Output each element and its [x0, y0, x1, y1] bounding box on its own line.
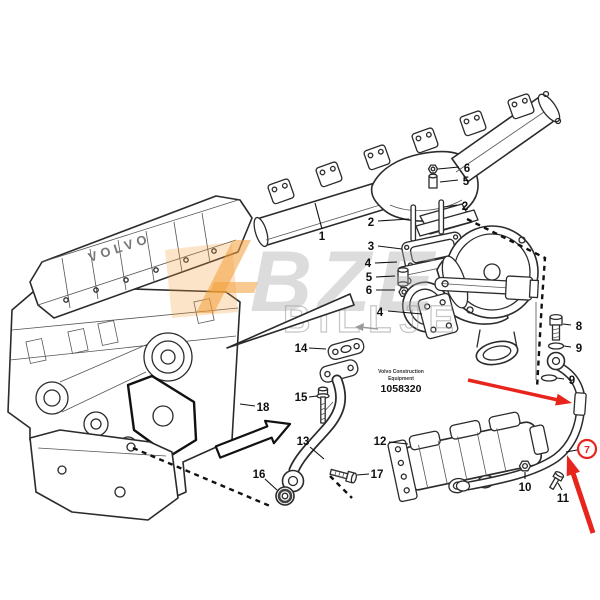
- callout-9-lower: 9: [569, 375, 575, 387]
- washer-16-drawing: [275, 486, 295, 506]
- turbo-actuator: [434, 275, 540, 301]
- spacer-5: [397, 267, 409, 287]
- callout-13: 13: [297, 436, 310, 448]
- leader-lines: [239, 166, 578, 491]
- oil-pipe-7-drawing: [455, 302, 587, 492]
- callout-16: 16: [253, 469, 266, 481]
- callout-11: 11: [557, 493, 570, 505]
- watermark-main-text: BZE: [250, 234, 440, 330]
- callout-18: 18: [257, 402, 270, 414]
- note-line2: Equipment: [388, 376, 414, 382]
- exhaust-manifold-drawing: [253, 90, 562, 248]
- callout-14: 14: [295, 343, 308, 355]
- red-arrow-2-head: [566, 455, 580, 477]
- bolt-17-drawing: [329, 468, 358, 484]
- callout-4-lower: 4: [377, 307, 384, 319]
- gasket-14: [327, 338, 365, 360]
- turbocharger-drawing: [401, 225, 540, 366]
- bolt-15: [316, 386, 330, 424]
- note-part-number: 1058320: [381, 383, 422, 395]
- watermark: BZE BILLJE: [165, 234, 455, 342]
- bolt-11-drawing: [549, 471, 565, 490]
- red-arrow-1-head: [555, 393, 572, 406]
- callout-7-circle: [576, 438, 598, 460]
- callout-2-right: 2: [462, 201, 468, 213]
- note-line1: Volvo Construction: [378, 369, 424, 375]
- callout-15: 15: [295, 392, 308, 404]
- callout-12: 12: [374, 436, 387, 448]
- turbine-inlet-flange-4: [417, 292, 459, 340]
- washer-9-upper: [547, 342, 565, 350]
- nut-6-upper: [427, 164, 439, 174]
- dashed-line-block-to-washer: [132, 446, 271, 508]
- callout-17: 17: [371, 469, 384, 481]
- callout-6-left: 6: [366, 285, 372, 297]
- location-pointer-triangle: [226, 293, 355, 349]
- dashed-line-turbo-to-pipe: [466, 217, 547, 389]
- pipe-13-flange: [319, 359, 359, 383]
- callout-5-left: 5: [366, 272, 373, 284]
- note-block: Volvo Construction Equipment 1058320: [378, 369, 424, 395]
- red-highlights: 7: [467, 378, 598, 534]
- callout-2-left: 2: [368, 217, 374, 229]
- banjo-bolt-8: [549, 313, 563, 341]
- direction-outline-arrow: [214, 419, 292, 459]
- callout-numbers: 1 2 2 3 4 4 5 5 6 6 8 9 9 10 11 12 13 14…: [253, 163, 583, 505]
- callout-8: 8: [576, 321, 583, 333]
- oil-drain-pipe-drawing: [281, 338, 365, 493]
- callout-5-right: 5: [463, 176, 470, 188]
- callout-7: 7: [584, 444, 590, 456]
- engine-drawing: VOLVO: [7, 195, 253, 521]
- callout-9-upper: 9: [576, 343, 582, 355]
- stud-2-right: [438, 199, 445, 235]
- spacer-5-upper: [428, 173, 438, 189]
- callout-1: 1: [319, 231, 326, 243]
- callout-6-right: 6: [464, 163, 470, 175]
- washer-9-lower: [540, 374, 558, 382]
- oil-cooler-drawing: [387, 411, 549, 503]
- nut-10-drawing: [518, 460, 532, 472]
- callout-3: 3: [368, 241, 374, 253]
- callout-10: 10: [519, 482, 532, 494]
- callout-4-upper: 4: [365, 258, 372, 270]
